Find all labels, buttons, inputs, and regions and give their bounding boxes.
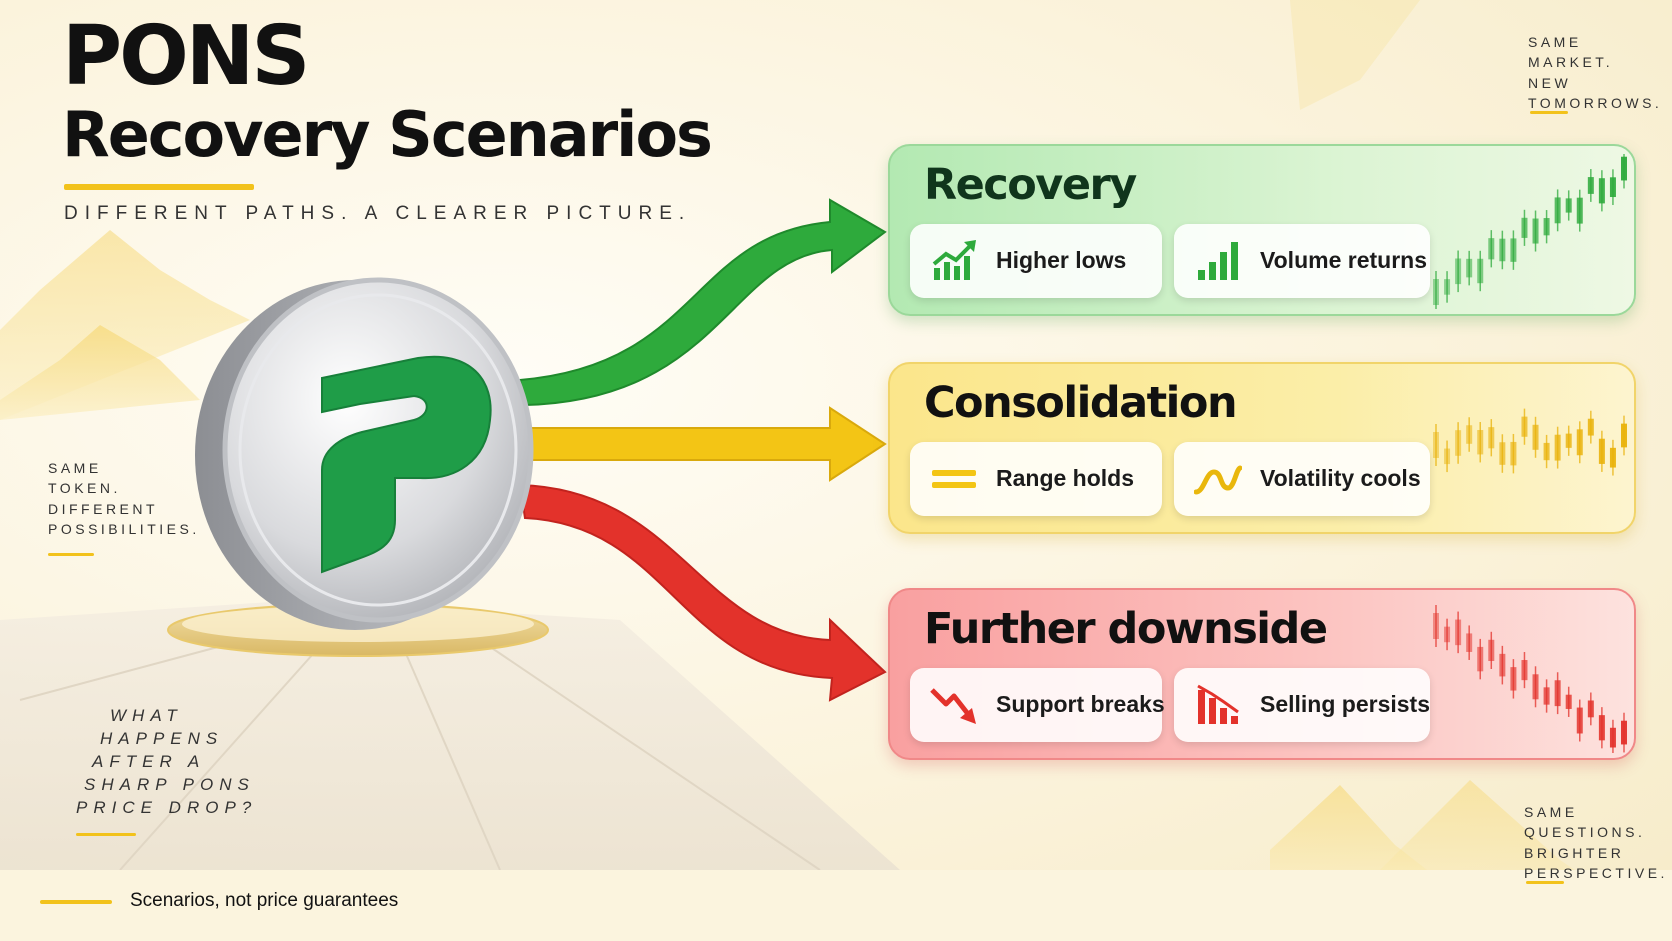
candle-body: [1609, 447, 1616, 468]
title-main: PONS: [62, 9, 310, 104]
candle-body: [1488, 427, 1495, 449]
candle-body: [1576, 707, 1583, 734]
candle-body: [1576, 197, 1583, 224]
side-note-left: SAME TOKEN. DIFFERENT POSSIBILITIES.: [48, 460, 200, 537]
side-note-top-right: SAME MARKET. NEW TOMORROWS.: [1528, 34, 1663, 111]
question-text: WHAT HAPPENS AFTER A SHARP PONS PRICE DR…: [76, 706, 258, 817]
candle-body: [1444, 279, 1451, 295]
candle-body: [1521, 660, 1528, 681]
candle-body: [1477, 646, 1484, 672]
title-underline: [64, 184, 254, 190]
candle-body: [1444, 626, 1451, 643]
candle-body: [1521, 217, 1528, 238]
candle-body: [1598, 178, 1605, 204]
candle-body: [1532, 674, 1539, 700]
candle-body: [1510, 441, 1517, 466]
chip-volatility-cools: Volatility cools: [1174, 442, 1430, 516]
chip-range-holds: Range holds: [910, 442, 1162, 516]
candle-body: [1587, 177, 1594, 194]
side-note-top-right-bar: [1530, 111, 1568, 114]
candle-body: [1455, 430, 1462, 456]
wave-icon: [1194, 465, 1242, 495]
candle-body: [1455, 619, 1462, 646]
volume-bars-icon: [1198, 242, 1238, 280]
mini-candle-chart-up: [1433, 154, 1627, 309]
candle-body: [1521, 416, 1528, 437]
declining-bars-icon: [1197, 684, 1239, 724]
scenario-title: Further downside: [924, 604, 1328, 654]
candle-body: [1554, 197, 1561, 224]
candle-body: [1609, 177, 1616, 198]
scenario-panel-consolidation: Consolidation Range holds Volatility coo…: [888, 362, 1636, 534]
chip-selling-persists: Selling persists: [1174, 668, 1430, 742]
candle-body: [1455, 258, 1462, 285]
title-sub: Recovery Scenarios: [62, 98, 713, 171]
candle-body: [1433, 613, 1439, 639]
chip-support-breaks: Support breaks: [910, 668, 1165, 742]
pons-logo-icon: [321, 355, 492, 574]
candle-body: [1466, 633, 1473, 652]
candle-body: [1565, 433, 1572, 448]
arrow-downside: [518, 483, 887, 702]
side-note-bottom-right: SAME QUESTIONS. BRIGHTER PERSPECTIVE.: [1524, 804, 1668, 881]
candle-body: [1543, 687, 1550, 705]
mini-candle-chart-flat: [1433, 408, 1627, 476]
candle-body: [1510, 238, 1517, 262]
candle-body: [1576, 429, 1583, 456]
rising-chart-icon: [932, 240, 976, 280]
candle-body: [1466, 258, 1473, 278]
candle-body: [1532, 218, 1539, 244]
arrow-recovery: [518, 198, 887, 407]
footer-disclaimer: Scenarios, not price guarantees: [130, 890, 399, 911]
candle-body: [1609, 727, 1616, 748]
candle-body: [1499, 238, 1506, 262]
scenario-title: Recovery: [924, 160, 1137, 210]
candle-body: [1477, 258, 1484, 284]
candle-body: [1433, 279, 1439, 305]
candle-body: [1621, 423, 1627, 448]
candle-body: [1554, 680, 1561, 707]
candle-body: [1477, 430, 1484, 455]
candle-body: [1444, 448, 1451, 465]
scenario-panel-further-downside: Further downside Support breaks Selling …: [888, 588, 1636, 760]
candle-body: [1499, 442, 1506, 465]
candle-body: [1543, 218, 1550, 236]
candle-body: [1598, 438, 1605, 464]
candle-body: [1621, 156, 1627, 181]
candle-body: [1565, 198, 1572, 213]
candle-body: [1587, 700, 1594, 718]
candle-body: [1488, 238, 1495, 260]
candle-body: [1466, 425, 1473, 444]
candle-body: [1499, 653, 1506, 677]
falling-arrow-icon: [930, 688, 976, 724]
chip-volume-returns: Volume returns: [1174, 224, 1430, 298]
candle-body: [1621, 720, 1627, 745]
candle-body: [1598, 715, 1605, 741]
candle-body: [1554, 434, 1561, 461]
question-bar: [76, 833, 136, 836]
side-note-left-bar: [48, 553, 94, 556]
tagline: DIFFERENT PATHS. A CLEARER PICTURE.: [64, 203, 692, 224]
candle-body: [1565, 694, 1572, 709]
candle-body: [1543, 442, 1550, 461]
footer-bar: [40, 900, 112, 904]
candle-body: [1510, 667, 1517, 691]
mini-candle-chart-down: [1433, 605, 1627, 753]
candle-body: [1488, 639, 1495, 662]
candle-body: [1587, 418, 1594, 436]
scenario-panel-recovery: Recovery Higher lows Volume returns: [888, 144, 1636, 316]
side-note-bottom-right-bar: [1526, 881, 1564, 884]
candle-body: [1433, 432, 1439, 458]
arrow-consolidation: [519, 406, 887, 482]
scenario-title: Consolidation: [924, 378, 1238, 428]
chip-higher-lows: Higher lows: [910, 224, 1162, 298]
range-lines-icon: [932, 470, 976, 488]
candle-body: [1532, 424, 1539, 450]
